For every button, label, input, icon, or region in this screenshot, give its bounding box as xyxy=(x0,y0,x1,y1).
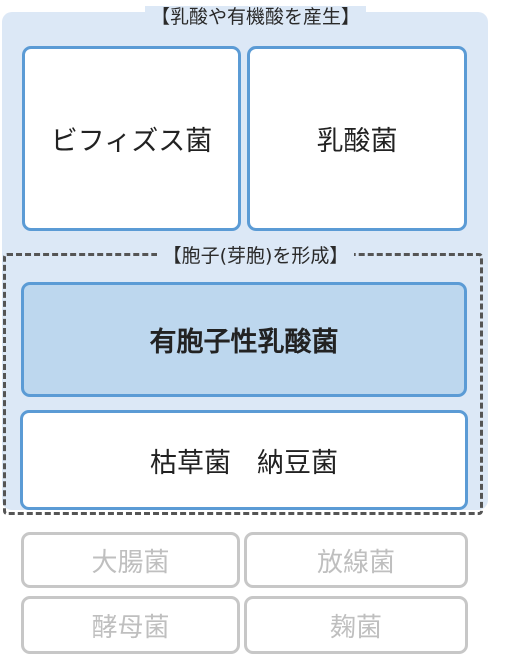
bifidobacteria-label: ビフィズス菌 xyxy=(50,126,213,157)
lactic-acid-caption: 【乳酸や有機酸を産生】 xyxy=(0,6,511,28)
spore-forming-lactic-acid-bacteria-box: 有胞子性乳酸菌 xyxy=(21,282,467,397)
spore-forming-lactic-acid-bacteria-label: 有胞子性乳酸菌 xyxy=(149,327,339,358)
bifidobacteria-box: ビフィズス菌 xyxy=(22,46,241,231)
spore-forming-caption-text: 【胞子(芽胞)を形成】 xyxy=(156,245,355,267)
lactic-acid-bacteria-box: 乳酸菌 xyxy=(247,46,467,231)
koji-mold-box: 麹菌 xyxy=(244,596,468,654)
yeast-box: 酵母菌 xyxy=(21,596,240,654)
lactic-acid-caption-text: 【乳酸や有機酸を産生】 xyxy=(144,6,366,28)
actinomycetes-label: 放線菌 xyxy=(316,547,395,578)
actinomycetes-box: 放線菌 xyxy=(244,532,468,588)
lactic-acid-bacteria-label: 乳酸菌 xyxy=(316,126,398,157)
e-coli-label: 大腸菌 xyxy=(91,547,170,578)
e-coli-box: 大腸菌 xyxy=(21,532,240,588)
spore-forming-caption: 【胞子(芽胞)を形成】 xyxy=(0,245,511,267)
bacillus-natto-box: 枯草菌 納豆菌 xyxy=(20,410,468,510)
yeast-label: 酵母菌 xyxy=(91,612,170,643)
bacillus-subtilis-label: 枯草菌 xyxy=(150,447,231,479)
koji-mold-label: 麹菌 xyxy=(329,612,382,643)
bacillus-natto-label: 納豆菌 xyxy=(257,447,338,479)
